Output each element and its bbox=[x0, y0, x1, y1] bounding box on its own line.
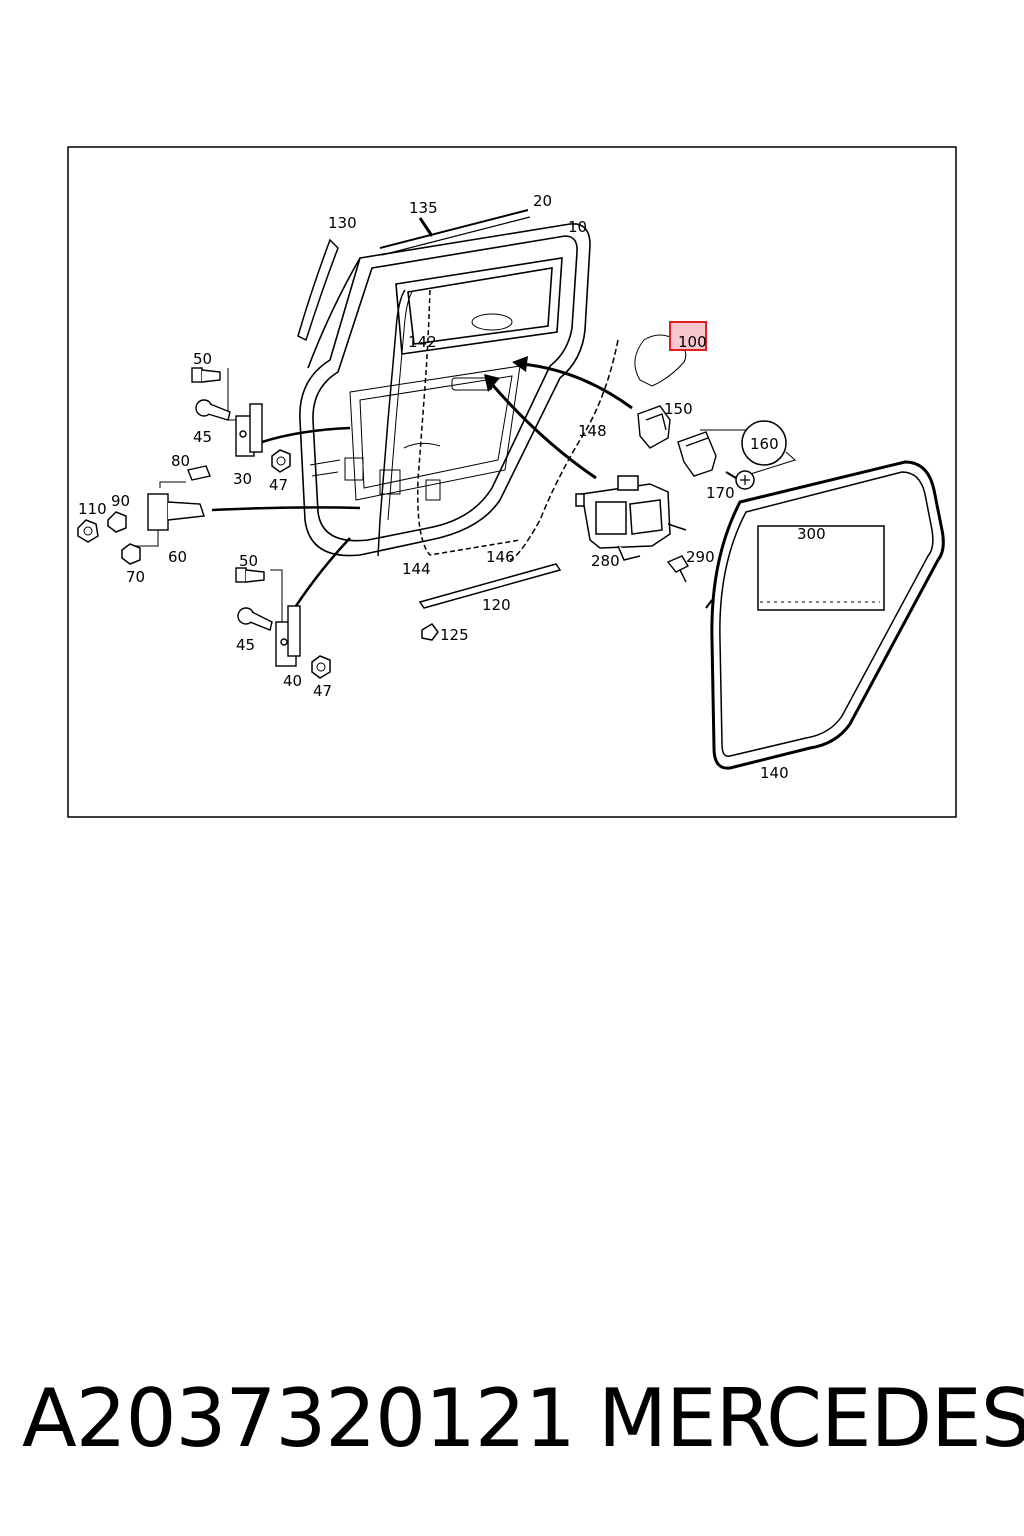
nut-47-lower bbox=[311, 655, 331, 679]
nut-125 bbox=[421, 623, 439, 641]
seal-144 bbox=[417, 289, 521, 556]
hinge-leaders bbox=[211, 426, 361, 607]
callout-45-upper: 45 bbox=[193, 428, 212, 446]
lock-280 bbox=[575, 475, 687, 561]
panel-300 bbox=[757, 525, 885, 611]
callout-290: 290 bbox=[686, 548, 715, 566]
strip-20 bbox=[379, 209, 529, 249]
callout-45-lower: 45 bbox=[236, 636, 255, 654]
highlight-100-box bbox=[669, 321, 707, 351]
callout-280: 280 bbox=[591, 552, 620, 570]
part-160-bracket bbox=[677, 431, 717, 477]
nut-47-upper bbox=[271, 449, 291, 473]
brand-name: MERCEDES bbox=[598, 1372, 1024, 1465]
hinge-30 bbox=[227, 368, 263, 457]
callout-20: 20 bbox=[533, 192, 552, 210]
seal-142 bbox=[377, 289, 406, 557]
callout-labels: 10 20 30 40 45 45 47 47 50 50 60 70 80 9… bbox=[78, 192, 826, 782]
callout-150: 150 bbox=[664, 400, 693, 418]
callout-160: 160 bbox=[750, 435, 779, 453]
hinge-40 bbox=[270, 569, 301, 667]
diagram-frame bbox=[67, 146, 957, 818]
callout-120: 120 bbox=[482, 596, 511, 614]
bolt-45-lower bbox=[237, 607, 273, 631]
callout-148: 148 bbox=[578, 422, 607, 440]
footer: A2037320121 MERCEDES bbox=[0, 1364, 1024, 1474]
part-160-circle bbox=[741, 420, 787, 466]
callout-100: 100 bbox=[678, 333, 707, 351]
bolt-45-upper bbox=[195, 399, 231, 421]
callout-30: 30 bbox=[233, 470, 252, 488]
assembly-arrows bbox=[488, 362, 633, 480]
nut-90 bbox=[107, 511, 127, 533]
callout-125: 125 bbox=[440, 626, 469, 644]
bolt-50-upper bbox=[191, 367, 221, 383]
window-channel-130 bbox=[297, 238, 339, 342]
callout-47-lower: 47 bbox=[313, 682, 332, 700]
callout-146: 146 bbox=[486, 548, 515, 566]
nut-110 bbox=[77, 519, 99, 543]
callout-50-lower: 50 bbox=[239, 552, 258, 570]
door-shell bbox=[299, 223, 591, 557]
nut-70 bbox=[121, 543, 141, 565]
callout-47-upper: 47 bbox=[269, 476, 288, 494]
moulding-120 bbox=[418, 563, 562, 609]
screw-170 bbox=[725, 470, 755, 490]
callout-80: 80 bbox=[171, 452, 190, 470]
callout-300: 300 bbox=[797, 525, 826, 543]
callout-40: 40 bbox=[283, 672, 302, 690]
callout-10: 10 bbox=[568, 218, 587, 236]
callout-60: 60 bbox=[168, 548, 187, 566]
door-check-60 bbox=[134, 481, 205, 547]
part-150 bbox=[637, 405, 671, 449]
callout-170: 170 bbox=[706, 484, 735, 502]
callout-130: 130 bbox=[328, 214, 357, 232]
screw-290 bbox=[666, 555, 689, 583]
part-number: A2037320121 bbox=[22, 1372, 576, 1465]
strip-135 bbox=[418, 217, 434, 237]
callout-90: 90 bbox=[111, 492, 130, 510]
door-seal-140 bbox=[705, 460, 945, 770]
callout-50-upper: 50 bbox=[193, 350, 212, 368]
callout-70: 70 bbox=[126, 568, 145, 586]
callout-110: 110 bbox=[78, 500, 107, 518]
callout-135: 135 bbox=[409, 199, 438, 217]
callout-144: 144 bbox=[402, 560, 431, 578]
bolt-50-lower bbox=[235, 567, 265, 583]
callout-140: 140 bbox=[760, 764, 789, 782]
callout-142: 142 bbox=[408, 333, 437, 351]
bolt-80 bbox=[187, 465, 211, 481]
